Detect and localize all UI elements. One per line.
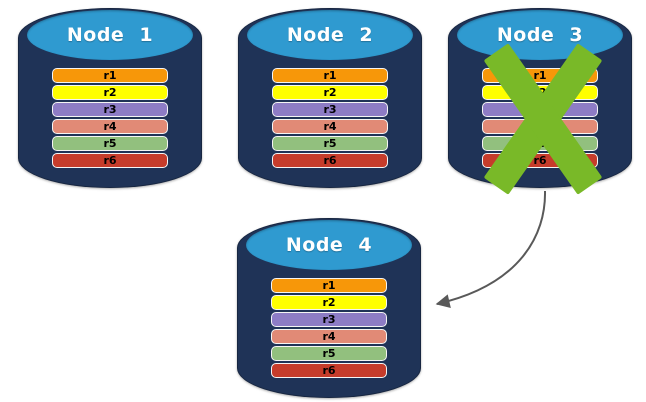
cylinder-top: Node 2 (247, 10, 413, 60)
db-node-3: Node 3 r1 r2 r3 r4 r5 r6 (448, 8, 632, 195)
record-bar: r5 (272, 136, 388, 151)
record-bar: r5 (482, 136, 598, 151)
record-bar: r5 (52, 136, 168, 151)
node-3-title: Node 3 (496, 24, 584, 46)
cylinder-top: Node 1 (27, 10, 193, 60)
record-bar: r1 (482, 68, 598, 83)
db-node-1: Node 1 r1 r2 r3 r4 r5 r6 (18, 8, 202, 188)
node-2-records: r1 r2 r3 r4 r5 r6 (272, 68, 388, 168)
record-bar: r4 (482, 119, 598, 134)
record-bar: r3 (52, 102, 168, 117)
record-bar: r1 (271, 278, 387, 293)
node-2-title: Node 2 (286, 24, 374, 46)
node-1-title: Node 1 (66, 24, 154, 46)
record-bar: r6 (272, 153, 388, 168)
cylinder-top: Node 3 (457, 10, 623, 60)
record-bar: r2 (482, 85, 598, 100)
failover-arrow-path (435, 190, 547, 309)
record-bar: r5 (271, 346, 387, 361)
node-4-title: Node 4 (285, 234, 373, 256)
record-bar: r2 (272, 85, 388, 100)
record-bar: r1 (52, 68, 168, 83)
record-bar: r3 (272, 102, 388, 117)
record-bar: r6 (482, 153, 598, 168)
record-bar: r3 (482, 102, 598, 117)
record-bar: r3 (271, 312, 387, 327)
record-bar: r6 (52, 153, 168, 168)
db-node-4: Node 4 r1 r2 r3 r4 r5 r6 (237, 218, 421, 398)
record-bar: r4 (52, 119, 168, 134)
node-3-records: r1 r2 r3 r4 r5 r6 (482, 68, 598, 168)
node-4-records: r1 r2 r3 r4 r5 r6 (271, 278, 387, 378)
record-bar: r2 (271, 295, 387, 310)
record-bar: r1 (272, 68, 388, 83)
cylinder-top: Node 4 (246, 220, 412, 270)
node-1-records: r1 r2 r3 r4 r5 r6 (52, 68, 168, 168)
record-bar: r2 (52, 85, 168, 100)
record-bar: r4 (272, 119, 388, 134)
record-bar: r4 (271, 329, 387, 344)
record-bar: r6 (271, 363, 387, 378)
db-node-2: Node 2 r1 r2 r3 r4 r5 r6 (238, 8, 422, 188)
